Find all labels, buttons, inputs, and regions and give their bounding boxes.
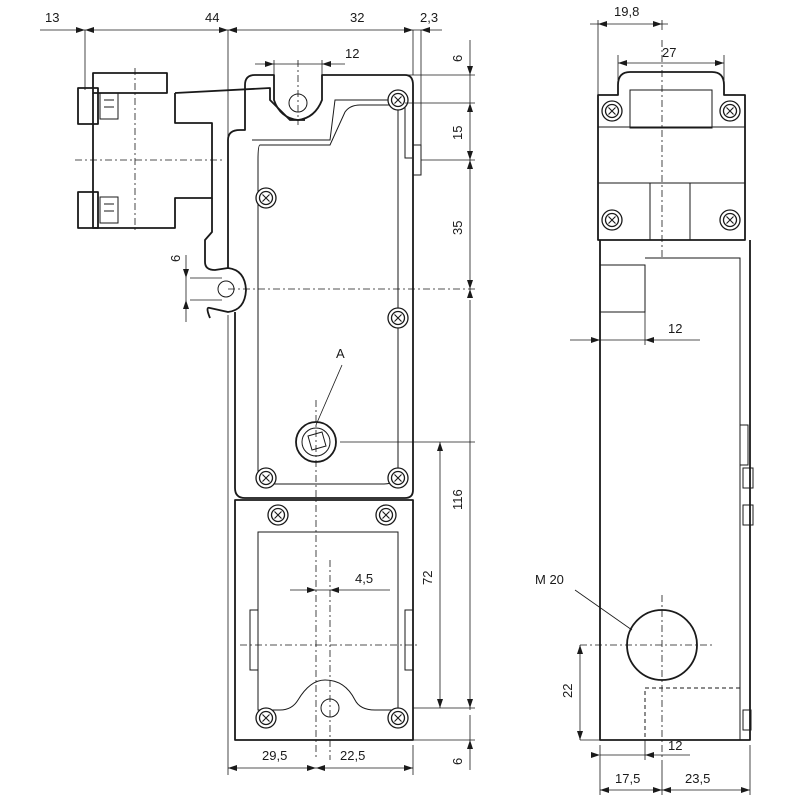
dim-27: 27 xyxy=(662,45,676,60)
mounting-ear xyxy=(204,261,247,319)
dim-35: 35 xyxy=(450,221,465,235)
dim-12-bottom-label: 12 xyxy=(668,738,682,753)
dim-6-bottom: 6 xyxy=(450,758,465,765)
actuator-opening: A xyxy=(295,346,345,463)
side-head xyxy=(597,71,746,241)
dim-29-5: 29,5 xyxy=(262,748,287,763)
detail-a-label: A xyxy=(336,346,345,361)
dim-2-3: 2,3 xyxy=(420,10,438,25)
dim-side-22: 22 xyxy=(560,645,600,741)
dim-4-5-label: 4,5 xyxy=(355,571,373,586)
dim-116: 116 xyxy=(450,489,465,510)
dim-side-bottom: 17,5 23,5 xyxy=(599,745,751,795)
dim-top-row: 13 44 32 2,3 xyxy=(40,10,442,33)
dim-12-side-label: 12 xyxy=(668,321,682,336)
actuator-head xyxy=(77,72,305,262)
extension-lines-front xyxy=(84,30,475,775)
dim-23-5: 23,5 xyxy=(685,771,710,786)
dim-6-left: 6 xyxy=(168,255,189,322)
dim-22-label: 22 xyxy=(560,684,575,698)
dim-22-5: 22,5 xyxy=(340,748,365,763)
screws-front xyxy=(255,89,409,729)
dim-6-left-label: 6 xyxy=(168,255,183,262)
dim-side-12: 12 xyxy=(570,312,700,345)
dim-side-top: 19,8 27 xyxy=(590,4,725,95)
lower-housing xyxy=(234,499,414,741)
cable-entry-m20: M 20 xyxy=(535,572,698,681)
dim-44: 44 xyxy=(205,10,219,25)
dim-15: 15 xyxy=(450,126,465,140)
front-view: A xyxy=(40,10,475,775)
dim-right-column: 6 15 35 116 6 72 xyxy=(420,40,473,770)
dim-4-5: 4,5 xyxy=(290,571,390,593)
dim-12-top-label: 12 xyxy=(345,46,359,61)
dim-32: 32 xyxy=(350,10,364,25)
side-view: M 20 19,8 27 12 xyxy=(535,4,754,795)
upper-housing xyxy=(227,74,422,499)
dim-m20-label: M 20 xyxy=(535,572,564,587)
dim-bottom-row: 29,5 22,5 xyxy=(228,748,413,771)
side-body xyxy=(599,240,754,741)
center-lines-side xyxy=(580,40,715,760)
dim-72: 72 xyxy=(420,571,435,585)
dim-17-5: 17,5 xyxy=(615,771,640,786)
center-lines-front xyxy=(75,60,475,760)
dim-19-8: 19,8 xyxy=(614,4,639,19)
dim-13: 13 xyxy=(45,10,59,25)
dim-6-top: 6 xyxy=(450,55,465,62)
dim-12-top: 12 xyxy=(255,46,359,67)
dim-side-12-bottom: 12 xyxy=(591,738,690,760)
